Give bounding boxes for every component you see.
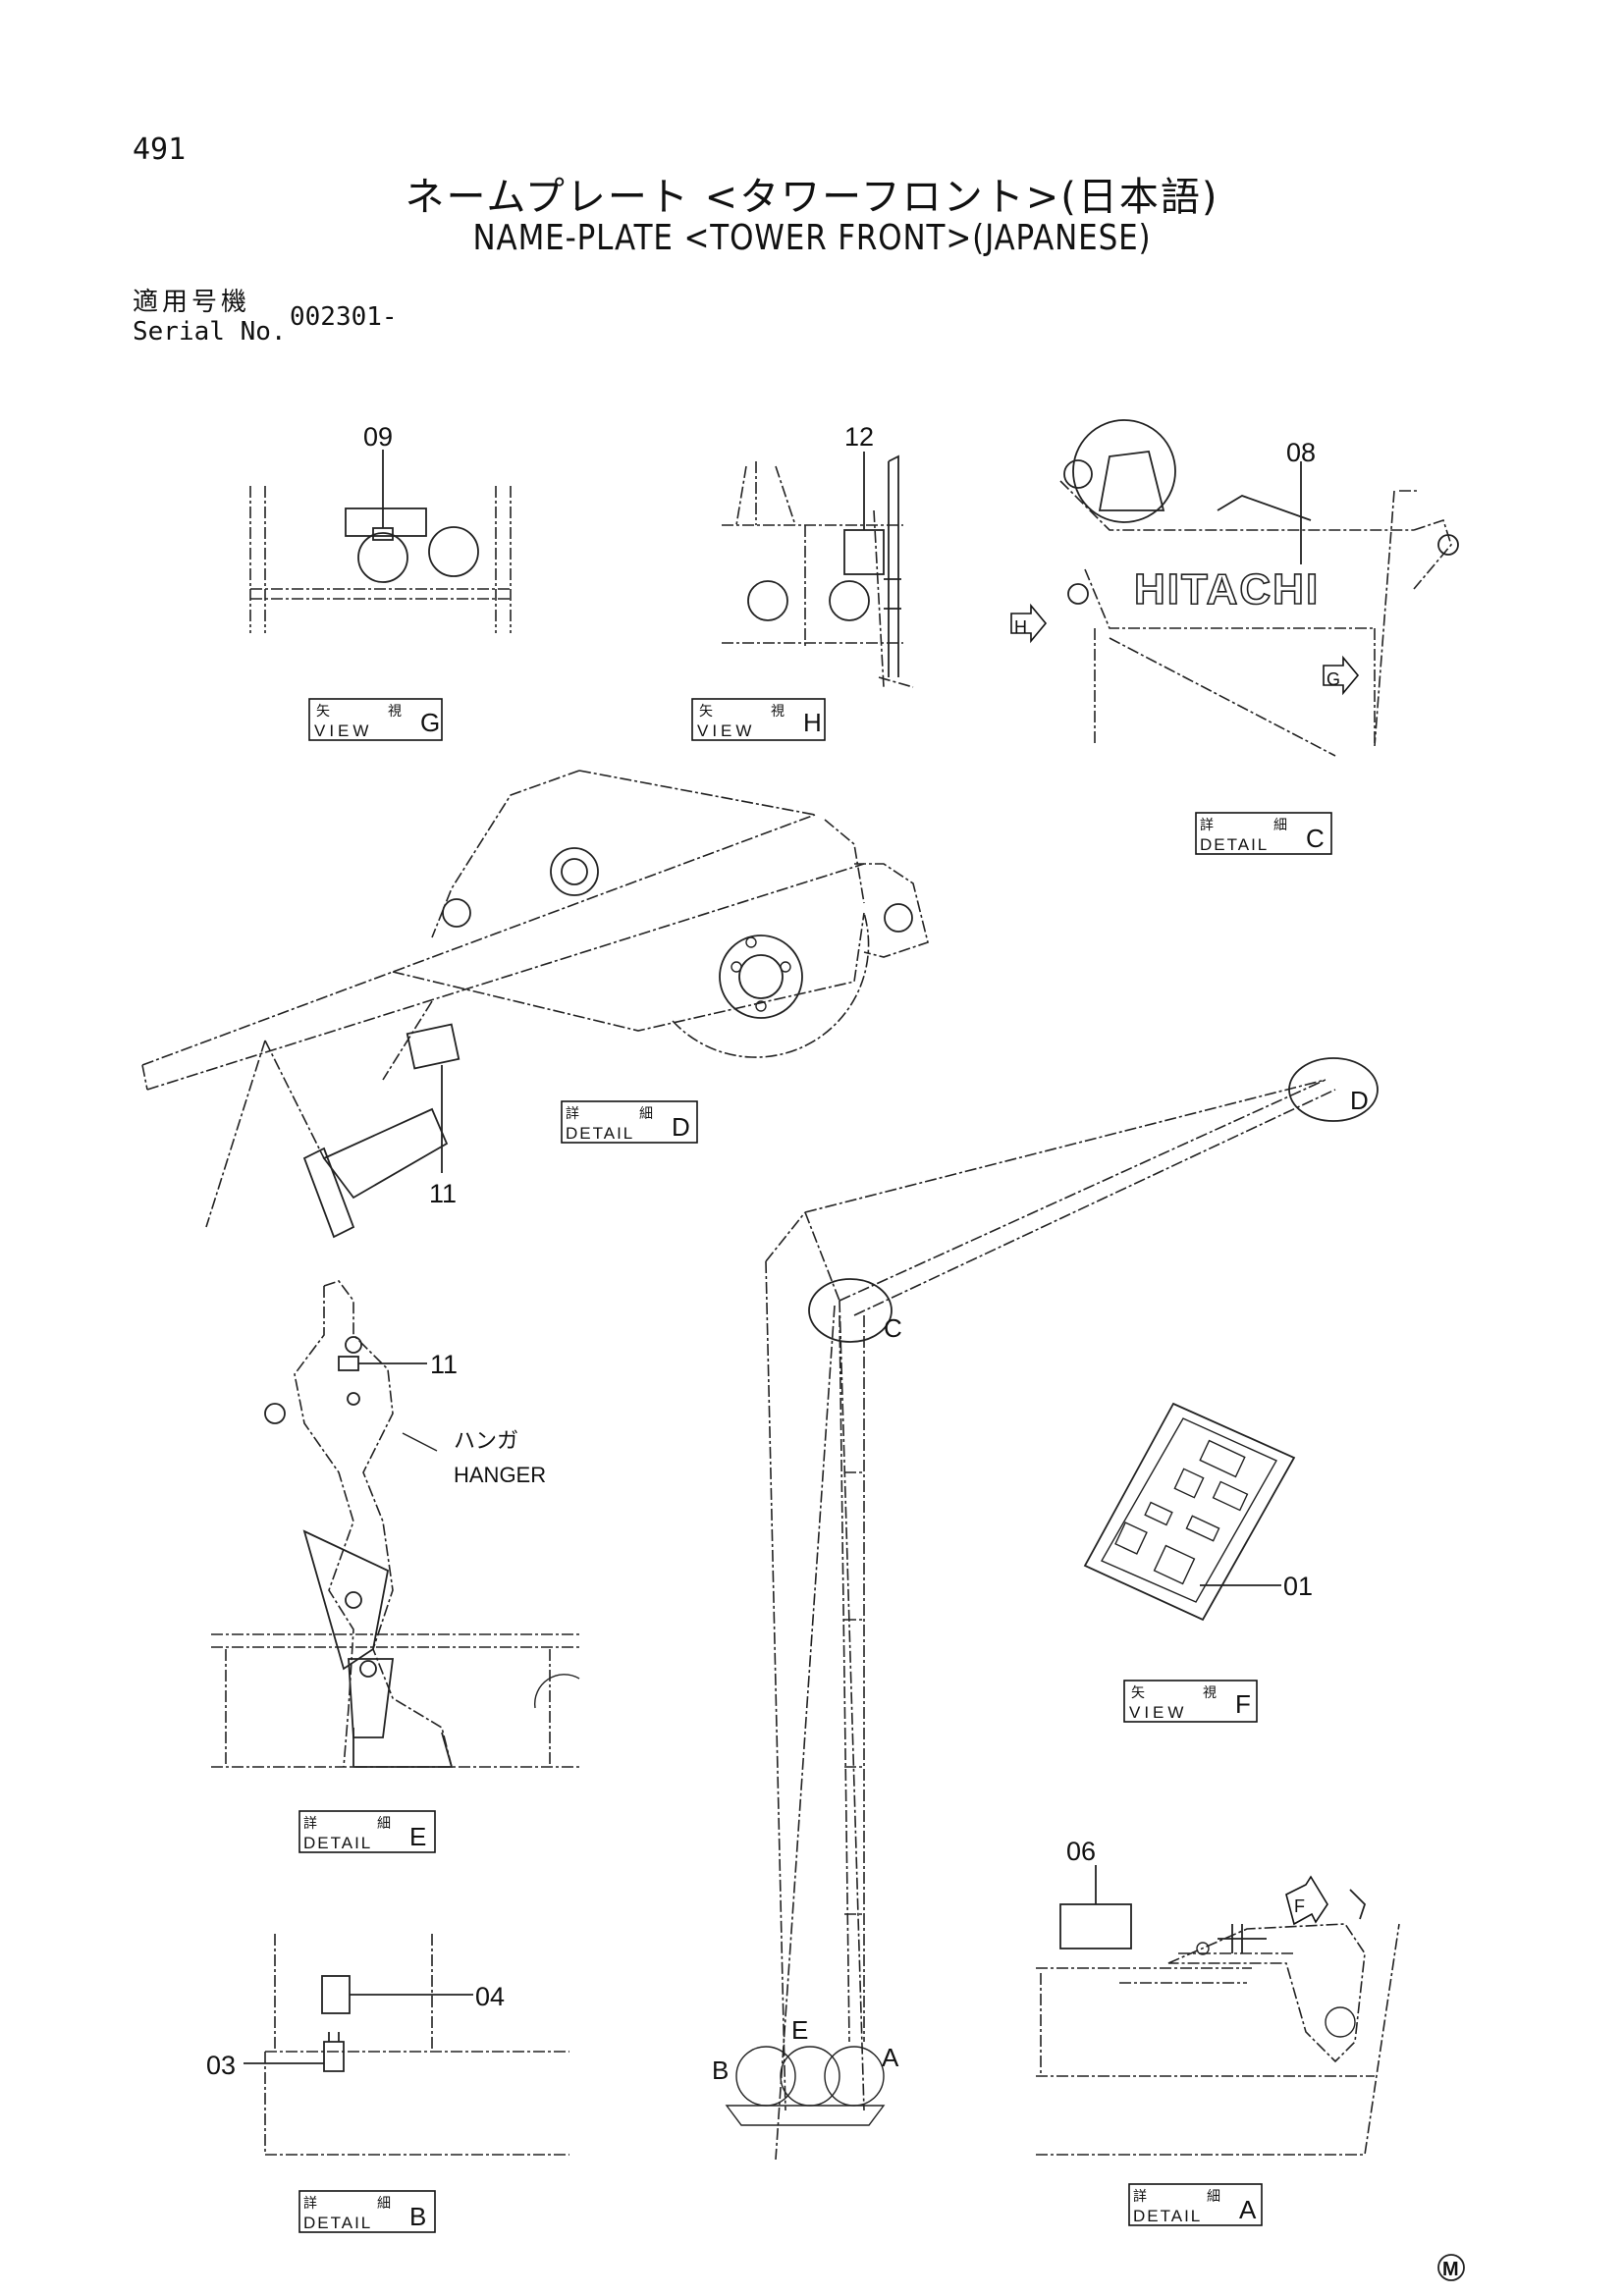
serial-label-japanese: 適用号機 bbox=[133, 288, 251, 317]
hanger-note-english: HANGER bbox=[454, 1463, 546, 1487]
detail-b-label-letter: B bbox=[409, 2202, 426, 2231]
detail-b-part-number-03: 03 bbox=[206, 2051, 236, 2080]
view-f-label-jp-2: 視 bbox=[1203, 1684, 1217, 1700]
view-h-label: 矢 視 VIEW H bbox=[691, 698, 826, 741]
detail-d-label-letter: D bbox=[672, 1112, 690, 1142]
detail-c-arrow-g: G bbox=[1326, 669, 1340, 689]
view-f-drawing: 01 bbox=[1083, 1402, 1313, 1622]
detail-c-label: 詳 細 DETAIL C bbox=[1195, 812, 1332, 855]
overall-marker-d: D bbox=[1350, 1086, 1369, 1115]
detail-d-part-number: 11 bbox=[429, 1179, 457, 1208]
detail-d-label-en: DETAIL bbox=[566, 1124, 634, 1143]
view-h-part-number: 12 bbox=[844, 422, 874, 452]
view-g-part-number: 09 bbox=[363, 422, 393, 452]
detail-e-label-jp-2: 細 bbox=[377, 1815, 391, 1831]
detail-c-label-jp-2: 細 bbox=[1273, 817, 1287, 832]
detail-e-drawing: 11 ハンガ HANGER bbox=[211, 1280, 580, 1768]
overall-marker-e: E bbox=[791, 2015, 808, 2045]
page-number: 491 bbox=[133, 133, 187, 167]
detail-a-part-number: 06 bbox=[1066, 1837, 1096, 1866]
detail-a-label: 詳 細 DETAIL A bbox=[1128, 2183, 1263, 2226]
detail-d-label: 詳 細 DETAIL D bbox=[561, 1100, 698, 1144]
detail-c-label-letter: C bbox=[1306, 824, 1325, 853]
view-g-label-jp-2: 視 bbox=[388, 703, 402, 719]
detail-e-label: 詳 細 DETAIL E bbox=[298, 1810, 436, 1853]
overall-crane-drawing: D C E B A bbox=[712, 1057, 1379, 2161]
detail-d-label-jp-2: 細 bbox=[639, 1105, 653, 1121]
detail-a-label-en: DETAIL bbox=[1133, 2207, 1202, 2225]
detail-d-label-jp-1: 詳 bbox=[566, 1105, 579, 1121]
detail-e-label-en: DETAIL bbox=[303, 1834, 372, 1852]
page-title-english: NAME-PLATE <TOWER FRONT>(JAPANESE) bbox=[472, 218, 1152, 258]
view-h-label-letter: H bbox=[803, 708, 822, 737]
detail-d-drawing: 11 bbox=[141, 770, 929, 1239]
detail-a-label-letter: A bbox=[1239, 2195, 1257, 2224]
view-g-label: 矢 視 VIEW G bbox=[308, 698, 443, 741]
detail-e-label-letter: E bbox=[409, 1822, 426, 1851]
overall-marker-a: A bbox=[882, 2043, 899, 2072]
view-g-label-en: VIEW bbox=[314, 721, 372, 740]
detail-c-label-en: DETAIL bbox=[1200, 835, 1269, 854]
detail-b-label-en: DETAIL bbox=[303, 2214, 372, 2232]
view-f-label-jp-1: 矢 bbox=[1131, 1684, 1145, 1700]
detail-e-part-number: 11 bbox=[430, 1350, 458, 1379]
detail-b-drawing: 04 03 bbox=[206, 1934, 569, 2156]
detail-b-part-number-04: 04 bbox=[475, 1982, 505, 2011]
view-f-label-en: VIEW bbox=[1129, 1703, 1187, 1722]
view-h-label-jp-2: 視 bbox=[771, 703, 785, 719]
copyright-letter: M bbox=[1442, 2259, 1459, 2280]
detail-c-drawing: HITACHI 08 H G bbox=[1010, 419, 1459, 757]
view-g-label-letter: G bbox=[420, 708, 440, 737]
overall-marker-c: C bbox=[884, 1313, 902, 1343]
detail-a-drawing: 06 F bbox=[1036, 1837, 1400, 2156]
detail-a-label-jp-2: 細 bbox=[1207, 2188, 1220, 2204]
detail-b-label-jp-1: 詳 bbox=[303, 2195, 317, 2211]
detail-c-part-number: 08 bbox=[1286, 438, 1316, 467]
detail-b-label: 詳 細 DETAIL B bbox=[298, 2190, 436, 2233]
overall-marker-b: B bbox=[712, 2056, 729, 2085]
view-f-part-number: 01 bbox=[1283, 1572, 1313, 1601]
detail-a-label-jp-1: 詳 bbox=[1133, 2188, 1147, 2204]
serial-value: 002301- bbox=[290, 302, 398, 332]
detail-e-label-jp-1: 詳 bbox=[303, 1815, 317, 1831]
hitachi-logo: HITACHI bbox=[1134, 565, 1320, 614]
hanger-note-japanese: ハンガ bbox=[454, 1428, 518, 1453]
view-h-label-en: VIEW bbox=[697, 721, 755, 740]
detail-a-arrow-f: F bbox=[1294, 1896, 1305, 1916]
view-f-label-letter: F bbox=[1235, 1689, 1251, 1719]
detail-c-label-jp-1: 詳 bbox=[1200, 817, 1214, 832]
page-title-japanese: ネームプレート <タワーフロント>(日本語) bbox=[405, 175, 1219, 220]
view-h-drawing: 12 bbox=[722, 422, 914, 688]
copyright-mark: M bbox=[1437, 2254, 1465, 2281]
serial-label-english: Serial No. bbox=[133, 317, 287, 347]
detail-c-arrow-h: H bbox=[1014, 617, 1027, 637]
view-g-drawing: 09 bbox=[249, 422, 512, 633]
view-g-label-jp-1: 矢 bbox=[316, 703, 330, 719]
view-h-label-jp-1: 矢 bbox=[699, 703, 713, 719]
view-f-label: 矢 視 VIEW F bbox=[1123, 1680, 1258, 1723]
detail-b-label-jp-2: 細 bbox=[377, 2195, 391, 2211]
